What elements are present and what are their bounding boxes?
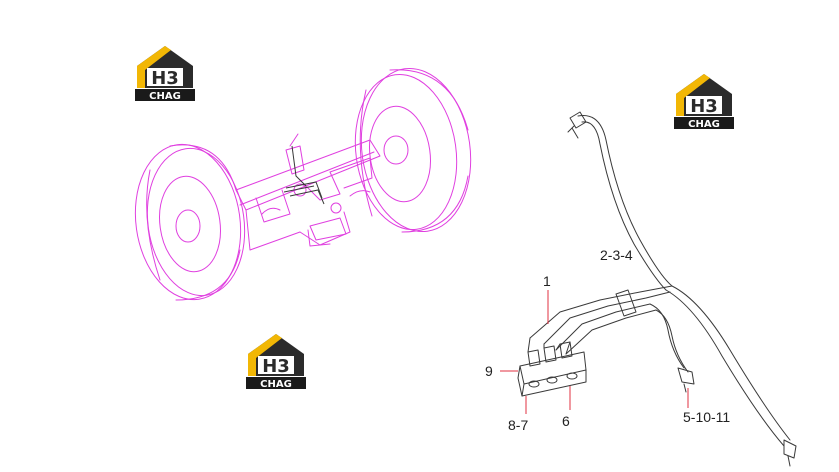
logo-band-text: CHAG — [688, 119, 720, 130]
upper-pipe-inner — [581, 121, 667, 291]
callout-5-10-11: 5-10-11 — [683, 409, 731, 425]
logo-mark-text: H3 — [690, 96, 718, 117]
callout-9: 9 — [485, 363, 493, 379]
chag-logo-mark: H3 CHAG — [246, 334, 306, 390]
lower-pipe-inner — [665, 289, 785, 447]
axle-beam — [235, 133, 381, 251]
chag-logo: H3 CHAG — [672, 72, 736, 130]
callout-leaders — [500, 290, 689, 414]
chag-logo: H3 CHAG — [244, 332, 308, 390]
clip-fitting — [677, 367, 695, 393]
bottom-fitting — [783, 439, 797, 467]
callout-6: 6 — [562, 413, 570, 429]
logo-mark-text: H3 — [151, 68, 179, 89]
axle-brake-hoses — [283, 145, 325, 205]
callout-8-7: 8-7 — [508, 417, 529, 433]
left-wheel — [134, 143, 246, 301]
callout-1: 1 — [543, 273, 551, 289]
lower-pipe-outer — [671, 285, 791, 441]
chag-logo-mark: H3 CHAG — [135, 46, 195, 102]
logo-band-text: CHAG — [149, 91, 181, 102]
axle-assembly-drawing — [134, 67, 472, 301]
logo-mark-text: H3 — [262, 356, 290, 377]
brake-line-assembly — [517, 111, 797, 467]
chag-logo: H3 CHAG — [133, 44, 197, 102]
logo-band-text: CHAG — [260, 379, 292, 390]
callout-2-3-4: 2-3-4 — [600, 247, 633, 263]
pipe-clamp — [615, 289, 637, 317]
upper-pipe-outer — [577, 115, 673, 287]
manifold-block — [517, 337, 587, 397]
top-fitting — [567, 111, 587, 139]
right-wheel — [354, 67, 472, 233]
chag-logo-mark: H3 CHAG — [674, 74, 734, 130]
